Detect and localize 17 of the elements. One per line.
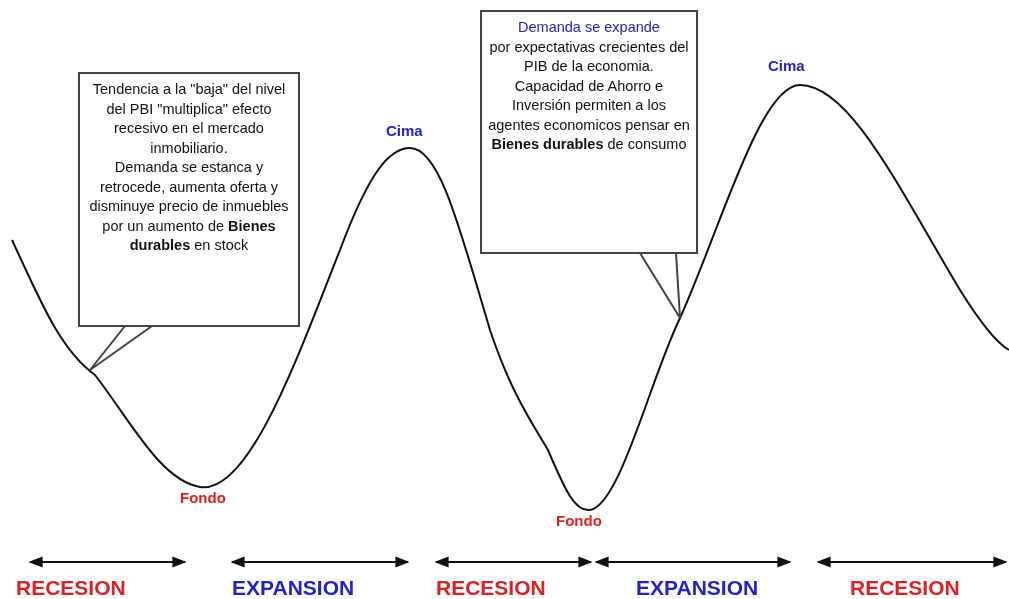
callout-text: Tendencia a la "baja" del nivel del PBI "multiplica" efecto recesivo en el mercado inmobiliario. [91, 80, 287, 158]
trough-label: Fondo [180, 489, 226, 506]
phase-label: RECESION [16, 576, 126, 599]
callout-box [480, 10, 698, 254]
phase-label: RECESION [850, 576, 960, 599]
peak-label: Cima [386, 122, 423, 139]
callout-text: Demanda se expande [517, 18, 661, 37]
phase-label: EXPANSION [636, 576, 759, 599]
phase-label: RECESION [436, 576, 546, 599]
leader-line [639, 252, 681, 319]
peak-label: Cima [768, 57, 805, 74]
phase-label: EXPANSION [232, 576, 355, 599]
callout-text: Demanda se estanca y retrocede, aumenta oferta y disminuye precio de inmuebles por un aumento de Bienes durables en stock [88, 158, 290, 255]
leader-line [89, 325, 153, 371]
callout-box [78, 72, 300, 327]
callout-text: por expectativas crecientes del PIB de la economia. Capacidad de Ahorro e Inversión permiten a los agentes economicos pensar en Bienes durables de consumo [488, 37, 690, 154]
trough-label: Fondo [556, 512, 602, 529]
